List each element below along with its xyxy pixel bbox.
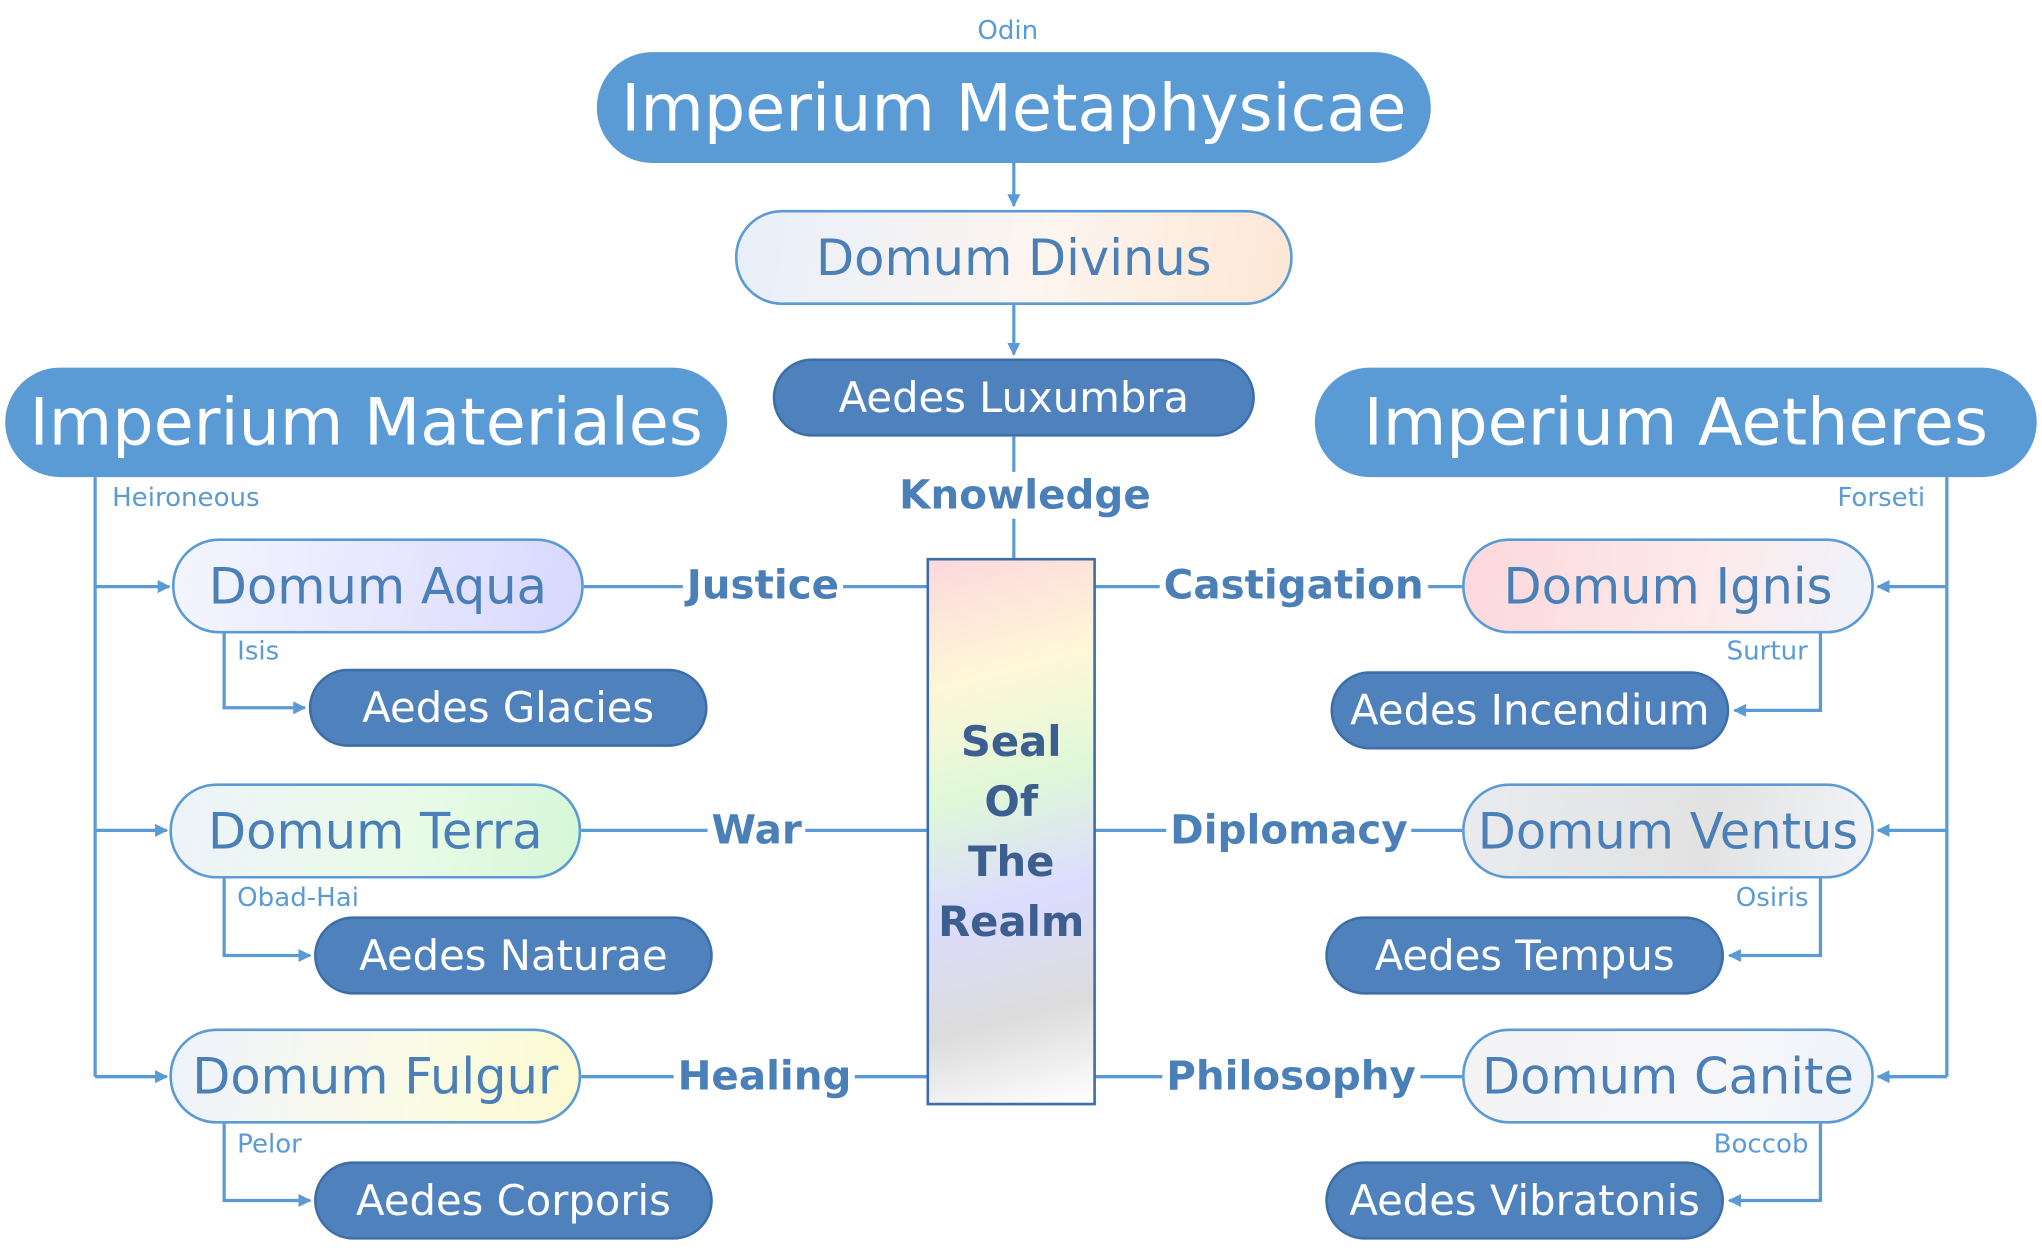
seal-line-1: Seal — [960, 716, 1062, 767]
link-castigation: Castigation — [1159, 561, 1428, 609]
deity-heironeous: Heironeous — [112, 480, 260, 513]
aedes-glacies[interactable]: Aedes Glacies — [308, 668, 708, 747]
link-war: War — [707, 806, 806, 854]
domum-ignis[interactable]: Domum Ignis — [1462, 538, 1874, 634]
link-philosophy: Philosophy — [1162, 1053, 1420, 1101]
seal-line-4: Realm — [938, 896, 1085, 947]
arrow-ignis-incendium — [1733, 633, 1823, 717]
deity-obad-hai: Obad-Hai — [237, 881, 359, 913]
deity-odin: Odin — [977, 14, 1039, 46]
deity-isis: Isis — [237, 634, 280, 667]
domum-aqua[interactable]: Domum Aqua — [172, 538, 584, 634]
arrow-terra-naturae — [222, 878, 312, 962]
arrow-fulgur-corporis — [222, 1123, 312, 1208]
domum-ventus[interactable]: Domum Ventus — [1462, 783, 1874, 879]
link-justice: Justice — [682, 561, 843, 609]
aedes-naturae[interactable]: Aedes Naturae — [314, 916, 713, 995]
deity-forseti: Forseti — [1837, 480, 1926, 513]
seal-line-3: The — [967, 836, 1055, 887]
aedes-tempus[interactable]: Aedes Tempus — [1325, 916, 1725, 995]
domum-fulgur[interactable]: Domum Fulgur — [169, 1028, 582, 1124]
aedes-incendium[interactable]: Aedes Incendium — [1330, 671, 1730, 750]
link-diplomacy: Diplomacy — [1166, 806, 1412, 854]
aedes-vibratonis[interactable]: Aedes Vibratonis — [1325, 1161, 1725, 1240]
imperium-metaphysicae[interactable]: Imperium Metaphysicae — [596, 52, 1431, 163]
domum-terra[interactable]: Domum Terra — [169, 783, 582, 879]
arrow-aqua-glacies — [222, 633, 307, 715]
aedes-luxumbra[interactable]: Aedes Luxumbra — [772, 358, 1255, 437]
deity-boccob: Boccob — [1713, 1127, 1809, 1159]
domum-divinus[interactable]: Domum Divinus — [734, 209, 1293, 306]
arrow-canite-vibratonis — [1727, 1123, 1823, 1208]
imperium-materiales[interactable]: Imperium Materiales — [5, 367, 728, 478]
domum-canite[interactable]: Domum Canite — [1462, 1028, 1874, 1124]
seal-line-2: Of — [984, 776, 1039, 827]
arrow-ventus-tempus — [1727, 878, 1823, 962]
link-healing: Healing — [673, 1053, 856, 1101]
seal-of-the-realm[interactable]: Seal Of The Realm — [926, 557, 1096, 1106]
deity-pelor: Pelor — [237, 1127, 302, 1159]
deity-osiris: Osiris — [1735, 881, 1809, 913]
aedes-corporis[interactable]: Aedes Corporis — [314, 1161, 713, 1240]
imperium-aetheres[interactable]: Imperium Aetheres — [1314, 367, 2037, 478]
link-knowledge: Knowledge — [895, 471, 1155, 519]
deity-surtur: Surtur — [1726, 634, 1808, 667]
